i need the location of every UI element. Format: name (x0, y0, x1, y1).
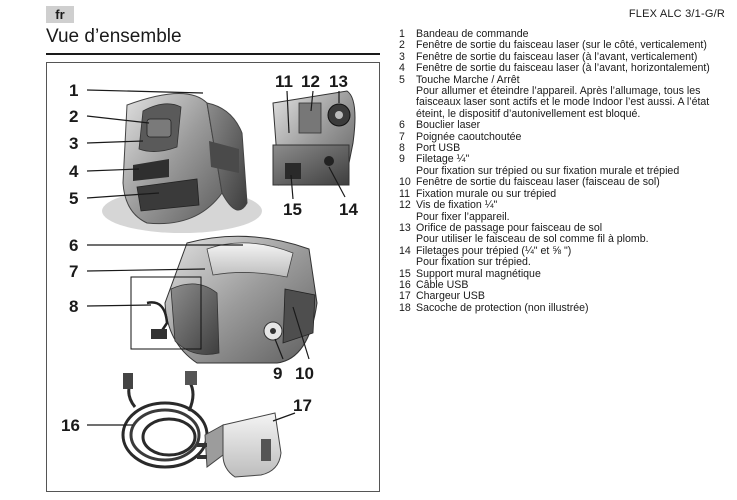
legend-number: 16 (399, 278, 411, 291)
overview-figure: 1 2 3 4 5 6 7 8 9 10 11 12 13 14 15 16 1… (46, 62, 380, 492)
legend-label: Filetages pour trépied (¼" et ⅝ ") (416, 244, 572, 257)
legend-item: 11 Fixation murale ou sur trépied (399, 187, 729, 200)
legend-label: Fixation murale ou sur trépied (416, 187, 557, 200)
legend-label: Bouclier laser (416, 119, 481, 132)
wall-mount-bracket (272, 90, 356, 186)
title-underline (46, 53, 380, 55)
legend-item: 6 Bouclier laser (399, 119, 729, 132)
legend-label: Chargeur USB (416, 290, 485, 303)
legend-label: Vis de fixation ¼" (416, 199, 498, 212)
legend-description: Pour allumer et éteindre l’appareil. Apr… (416, 85, 710, 120)
legend-number: 8 (399, 142, 405, 155)
legend-label: Fenêtre de sortie du faisceau laser (sur… (416, 39, 707, 52)
legend-number: 1 (399, 28, 405, 40)
legend-label: Sacoche de protection (non illustrée) (416, 301, 589, 314)
leader-lines (86, 89, 346, 426)
callout-16: 16 (61, 416, 80, 435)
callout-3: 3 (69, 134, 78, 153)
language-badge: fr (46, 6, 74, 23)
legend-item: 12 Vis de fixation ¼"Pour fixer l’apparei… (399, 199, 729, 223)
callout-13: 13 (329, 72, 348, 91)
legend-number: 7 (399, 130, 405, 143)
legend-number: 9 (399, 153, 405, 166)
legend-item: 18 Sacoche de protection (non illustrée) (399, 301, 729, 314)
callout-8: 8 (69, 297, 78, 316)
legend-label: Poignée caoutchoutée (416, 130, 522, 143)
laser-device-rear-view (130, 235, 318, 364)
laser-head-front-view (102, 93, 262, 233)
callout-17: 17 (293, 396, 312, 415)
callout-6: 6 (69, 236, 78, 255)
legend-number: 18 (399, 301, 411, 314)
legend-label: Câble USB (416, 278, 469, 291)
legend-item: 9 Filetage ¼"Pour fixation sur trépied ou… (399, 154, 729, 177)
legend-label: Bandeau de commande (416, 28, 529, 40)
legend-number: 10 (399, 176, 411, 189)
legend-number: 4 (399, 62, 405, 75)
legend-number: 11 (399, 187, 410, 200)
legend-number: 12 (399, 199, 411, 212)
legend-label: Touche Marche / Arrêt (416, 73, 520, 86)
legend-number: 6 (399, 119, 405, 132)
legend-number: 13 (399, 221, 411, 234)
usb-cable-coil (121, 371, 209, 469)
legend-number: 3 (399, 50, 405, 63)
callout-numbers: 1 2 3 4 5 6 7 8 9 10 11 12 13 14 15 16 1… (61, 72, 358, 435)
legend-item: 4 Fenêtre de sortie du faisceau laser (à … (399, 62, 729, 75)
legend-number: 15 (399, 267, 411, 280)
legend-number: 5 (399, 73, 405, 86)
callout-1: 1 (69, 81, 78, 100)
legend-item: 3 Fenêtre de sortie du faisceau laser (à … (399, 50, 729, 63)
callout-5: 5 (69, 189, 78, 208)
model-name: FLEX ALC 3/1-G/R (628, 8, 725, 20)
callout-14: 14 (339, 200, 358, 219)
legend-label: Fenêtre de sortie du faisceau laser (à l… (416, 50, 698, 63)
legend-label: Orifice de passage pour faisceau de sol (416, 221, 603, 234)
legend-item: 14 Filetages pour trépied (¼" et ⅝ ")Pour… (399, 244, 729, 269)
product-illustration: 1 2 3 4 5 6 7 8 9 10 11 12 13 14 15 16 1… (61, 72, 358, 478)
legend-item: 10 Fenêtre de sortie du faisceau laser (f… (399, 176, 729, 189)
usb-charger (197, 412, 282, 478)
legend-item: 17 Chargeur USB (399, 290, 729, 303)
callout-15: 15 (283, 200, 302, 219)
legend-description: Pour utiliser le faisceau de sol comme f… (416, 233, 649, 246)
legend-item: 2 Fenêtre de sortie du faisceau laser (su… (399, 39, 729, 52)
legend-description: Pour fixer l’appareil. (416, 210, 510, 223)
legend-description: Pour fixation sur trépied. (416, 256, 531, 269)
legend-number: 17 (399, 290, 411, 303)
legend-item: 7 Poignée caoutchoutée (399, 130, 729, 143)
legend-item: 16 Câble USB (399, 278, 729, 291)
legend-item: 13 Orifice de passage pour faisceau de so… (399, 221, 729, 246)
legend-number: 2 (399, 39, 405, 52)
legend-item: 15 Support mural magnétique (399, 267, 729, 280)
callout-10: 10 (295, 364, 314, 383)
callout-4: 4 (69, 162, 79, 181)
section-title: Vue d’ensemble (46, 26, 182, 47)
legend-item: 8 Port USB (399, 142, 729, 155)
callout-12: 12 (301, 72, 320, 91)
legend-description: Pour fixation sur trépied ou sur fixatio… (416, 164, 680, 177)
callout-2: 2 (69, 107, 78, 126)
legend-label: Support mural magnétique (416, 267, 541, 280)
legend-number: 14 (399, 244, 411, 257)
legend-label: Filetage ¼" (416, 153, 470, 166)
legend-item: 1 Bandeau de commande (399, 28, 729, 40)
legend-label: Fenêtre de sortie du faisceau laser (à l… (416, 62, 710, 75)
callout-11: 11 (275, 72, 293, 91)
callout-7: 7 (69, 262, 78, 281)
legend-label: Fenêtre de sortie du faisceau laser (fai… (416, 176, 660, 189)
callout-9: 9 (273, 364, 282, 383)
legend-label: Port USB (416, 142, 461, 155)
